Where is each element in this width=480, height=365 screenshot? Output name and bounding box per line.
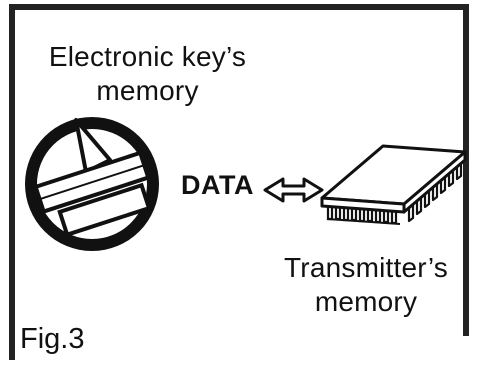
- transmitter-label: Transmitter’s memory: [268, 251, 464, 319]
- electronic-key-label: Electronic key’s memory: [20, 40, 275, 108]
- data-label: DATA: [181, 170, 254, 200]
- frame-right-border: [463, 4, 469, 336]
- electronic-key-label-line2: memory: [96, 75, 199, 106]
- figure-caption: Fig.3: [20, 323, 85, 355]
- frame-top-border: [9, 4, 469, 10]
- electronic-key-label-line1: Electronic key’s: [48, 41, 247, 72]
- memory-chip-icon: [320, 144, 467, 225]
- frame-left-border: [9, 4, 15, 360]
- transmitter-label-line2: memory: [314, 286, 418, 317]
- electronic-key-icon: [25, 117, 159, 251]
- transmitter-label-line1: Transmitter’s: [284, 252, 448, 283]
- double-arrow-icon: [263, 177, 324, 203]
